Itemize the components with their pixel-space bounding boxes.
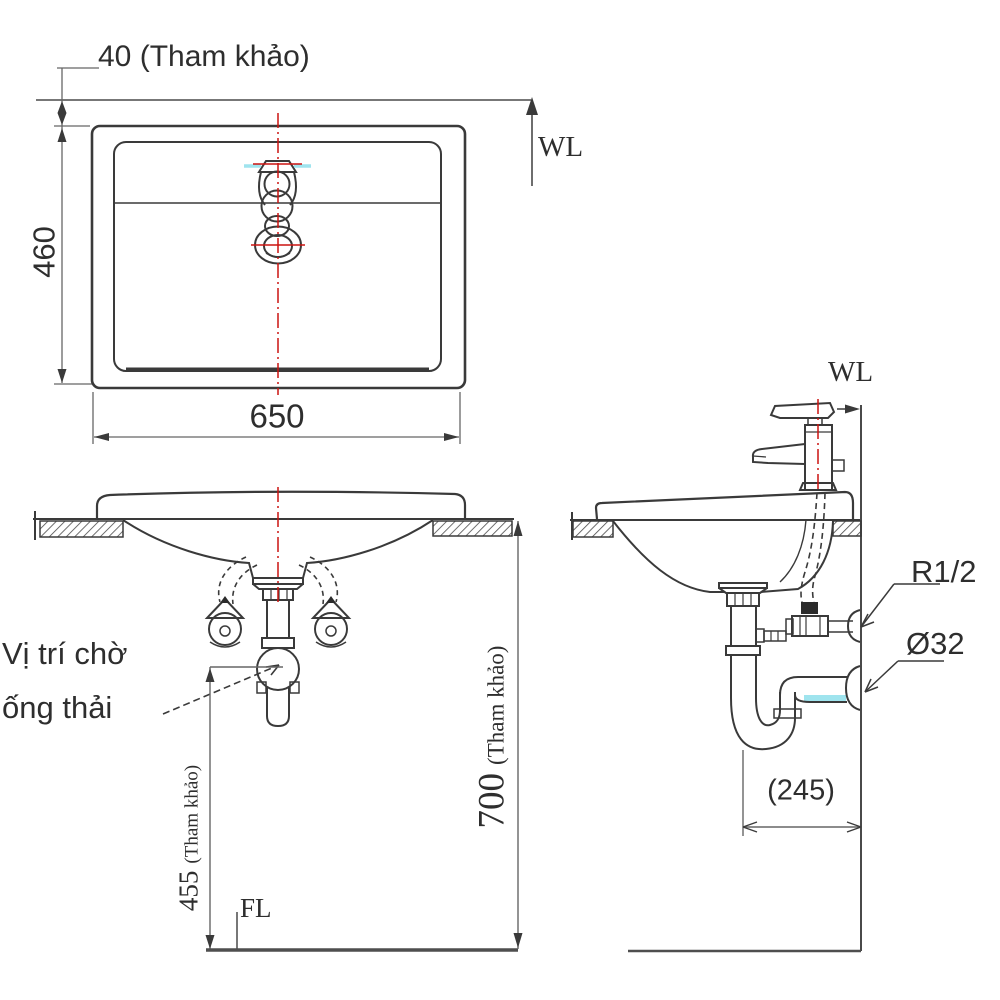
trap-ball-front: [256, 647, 300, 691]
supply-thread-label: R1/2: [911, 554, 977, 589]
front-countertop: [33, 511, 514, 540]
note-leader: [162, 664, 280, 715]
dim-455-label: 455 (Tham khảo): [173, 764, 204, 912]
cyan-pipe-highlight: [804, 695, 846, 702]
sink-profile-side: [594, 490, 855, 593]
dim-700-value: 700: [471, 772, 513, 829]
plan-centerlines: [251, 113, 305, 395]
side-water-level: [837, 404, 860, 414]
dim-650-label: 650: [249, 397, 305, 435]
plan-view: [36, 67, 538, 444]
dim-245-label: (245): [767, 774, 835, 807]
faucet-side: [751, 399, 845, 492]
drain-assembly-side: [718, 582, 861, 751]
dim-455: [209, 666, 283, 950]
counter-hatch-right: [432, 520, 513, 537]
dim-700-arrows: [513, 521, 523, 948]
drain-note-line2: ống thải: [2, 690, 113, 725]
dim-700-label: 700 (Tham khảo): [471, 645, 513, 829]
dim-455-note: (Tham khảo): [181, 764, 203, 864]
wl-plan-label: WL: [538, 131, 584, 163]
floor-level-label: FL: [240, 893, 272, 923]
counter-hatch-side-left: [572, 520, 614, 538]
dim-245: [742, 750, 862, 836]
dim-700-note: (Tham khảo): [483, 645, 509, 765]
dim-455-value: 455: [173, 870, 204, 912]
wl-side-arrow-icon: [845, 404, 860, 414]
counter-hatch-left: [39, 520, 124, 538]
bowl-profile-front: [122, 519, 434, 579]
dim-40-label: 40 (Tham khảo): [98, 40, 310, 73]
supply-dashed-front: [217, 556, 339, 605]
plan-water-level-line: [36, 97, 538, 186]
wl-side-label: WL: [828, 356, 874, 388]
dim-40-460-arrows: [57, 101, 67, 383]
dim-455-arrows: [205, 668, 215, 949]
wl-up-arrow-icon: [526, 97, 538, 115]
drain-assembly-front: [252, 577, 304, 728]
drain-note-line1: Vị trí chờ: [2, 636, 128, 671]
angle-valve-right-front: [310, 596, 352, 648]
leader-r12: [860, 583, 940, 628]
supply-dashed-side: [800, 492, 826, 604]
drain-diameter-label: Ø32: [906, 626, 965, 661]
sink-rim-front: [95, 490, 467, 519]
angle-valve-side: [785, 602, 861, 643]
dim-650-arrows: [94, 433, 459, 441]
side-countertop: [570, 512, 862, 540]
front-view: [33, 487, 523, 952]
leader-o32: [864, 660, 944, 693]
dim-460-label: 460: [26, 226, 62, 278]
dim-650: [92, 392, 461, 444]
angle-valve-left-front: [204, 596, 246, 648]
counter-hatch-side-right: [832, 520, 862, 537]
side-view: [570, 399, 944, 953]
